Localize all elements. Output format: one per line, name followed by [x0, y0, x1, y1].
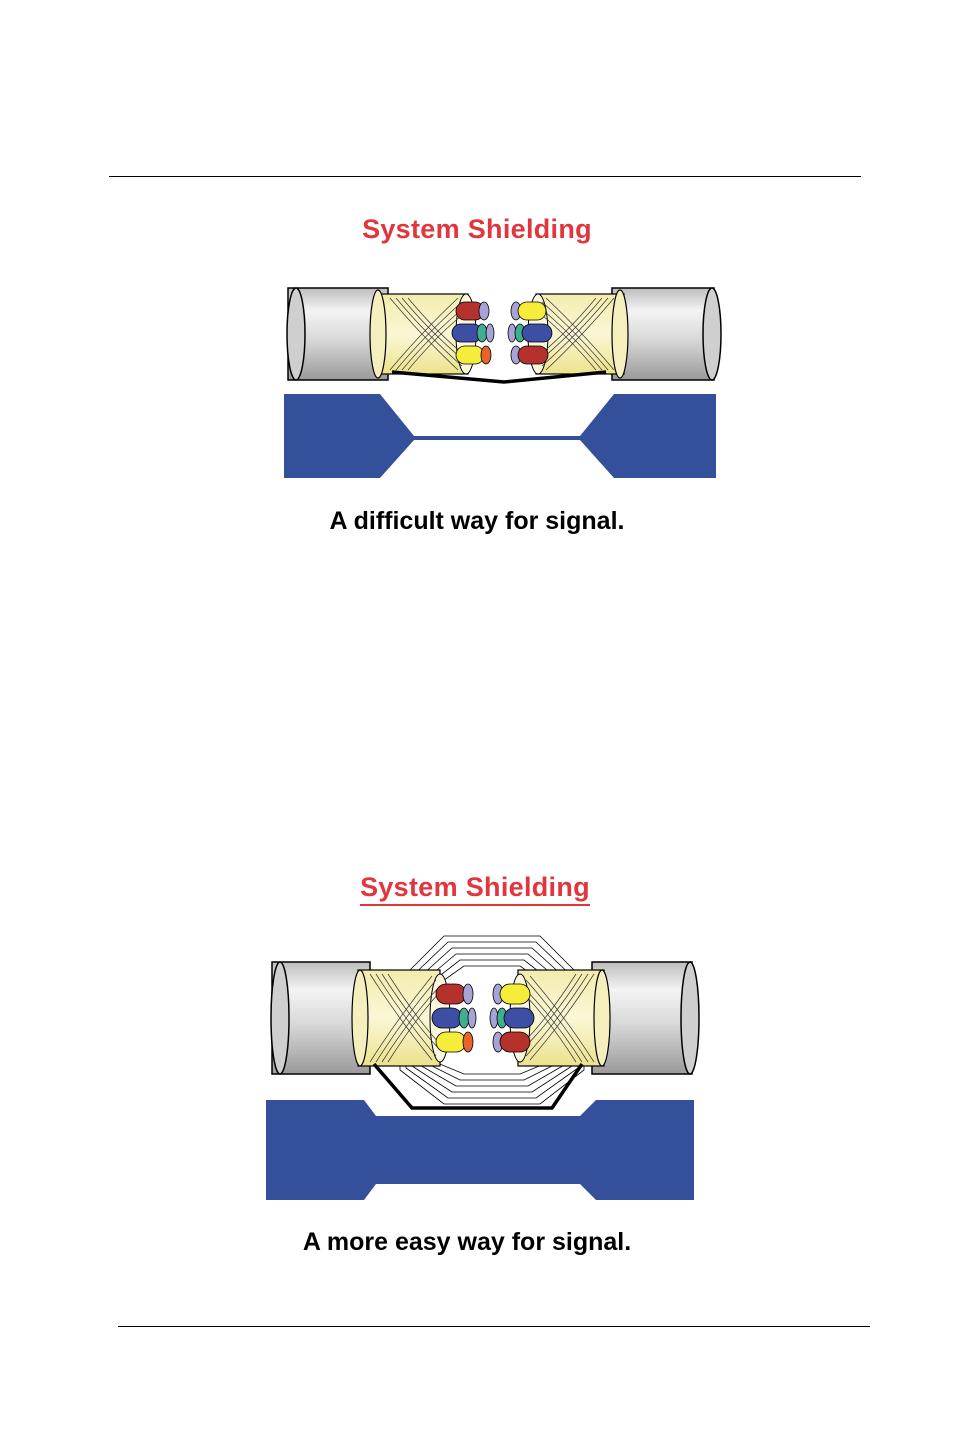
right-jacket-end-2 — [680, 961, 700, 1075]
left-cable-2 — [270, 961, 477, 1075]
signal-path-wide — [266, 1100, 694, 1200]
section-2-title-text: System Shielding — [360, 872, 590, 906]
left-shield-2 — [357, 969, 441, 1067]
right-jacket-1 — [611, 287, 715, 381]
left-wires-1 — [451, 301, 495, 365]
left-braid-2 — [369, 973, 441, 1063]
signal-path-narrow — [284, 394, 716, 478]
section-1-caption: A difficult way for signal. — [329, 507, 625, 535]
left-jacket-end-2 — [270, 961, 290, 1075]
left-wires-2 — [431, 983, 477, 1053]
drain-wire-2 — [372, 1062, 584, 1110]
left-cable-1 — [286, 287, 495, 381]
right-wires-2 — [489, 983, 535, 1053]
right-shield-rim-2 — [593, 969, 611, 1067]
top-rule — [109, 176, 861, 177]
section-1-title-text: System Shielding — [362, 214, 592, 244]
right-jacket-end-1 — [702, 287, 722, 381]
bottom-rule — [118, 1326, 870, 1327]
section-1-title: System Shielding — [0, 214, 954, 245]
right-shield-rim-1 — [611, 289, 629, 379]
section-2-caption: A more easy way for signal. — [302, 1228, 632, 1256]
drain-wire-1 — [391, 370, 607, 384]
right-wires-1 — [507, 301, 553, 365]
left-jacket-end-1 — [286, 287, 306, 381]
right-cable-2 — [489, 961, 700, 1075]
left-shield-rim-1 — [369, 289, 387, 379]
right-cable-1 — [507, 287, 722, 381]
left-shield-rim-2 — [351, 969, 369, 1067]
section-2-title: System Shielding — [0, 872, 952, 906]
